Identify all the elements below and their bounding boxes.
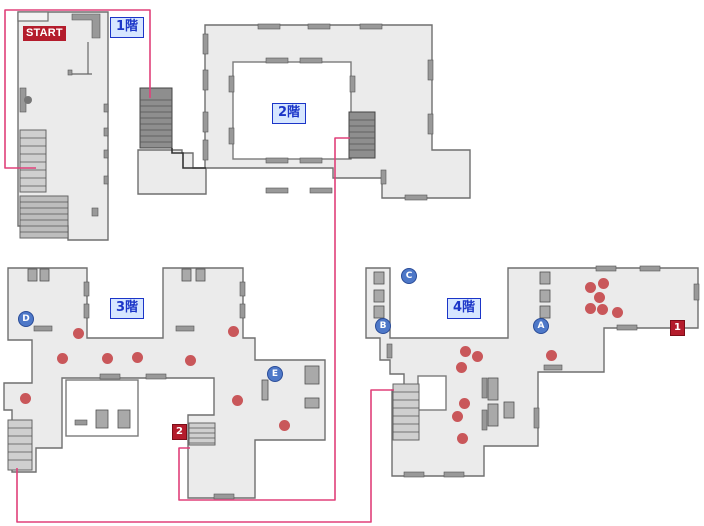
enemy-dot-f4 [596,303,608,315]
floor-3-plan [3,267,326,500]
enemy-dot-f4 [458,397,470,409]
enemy-dot-f4 [597,277,609,289]
enemy-dot-f4 [459,345,471,357]
enemy-dot-f3 [231,394,243,406]
marker-D: D [18,311,34,327]
enemy-dot-f3 [101,352,113,364]
enemy-dot-f4 [451,410,463,422]
marker-E: E [267,366,283,382]
enemy-dot-f4 [471,350,483,362]
enemy-dot-f3 [227,325,239,337]
marker-B: B [375,318,391,334]
enemy-dot-f4 [456,432,468,444]
enemy-dot-f4 [611,306,623,318]
floor-label-1: 1階 [110,17,144,38]
enemy-dot-f4 [545,349,557,361]
floor-label-4: 4階 [447,298,481,319]
start-marker: START [23,26,66,41]
floor-label-2: 2階 [272,103,306,124]
enemy-dot-f3 [131,351,143,363]
floor-4-plan [365,265,700,478]
enemy-dot-f3 [19,392,31,404]
enemy-dot-f3 [184,354,196,366]
marker-1: 1 [670,320,685,336]
enemy-dot-f4 [593,291,605,303]
enemy-dot-f3 [72,327,84,339]
route-line [4,9,394,523]
marker-A: A [533,318,549,334]
enemy-dot-f4 [584,281,596,293]
enemy-dot-f3 [278,419,290,431]
marker-2: 2 [172,424,187,440]
floor-label-3: 3階 [110,298,144,319]
enemy-dot-f4 [455,361,467,373]
floor-1-plan [17,11,109,241]
enemy-dot-f4 [584,302,596,314]
marker-C: C [401,268,417,284]
enemy-dot-f3 [56,352,68,364]
